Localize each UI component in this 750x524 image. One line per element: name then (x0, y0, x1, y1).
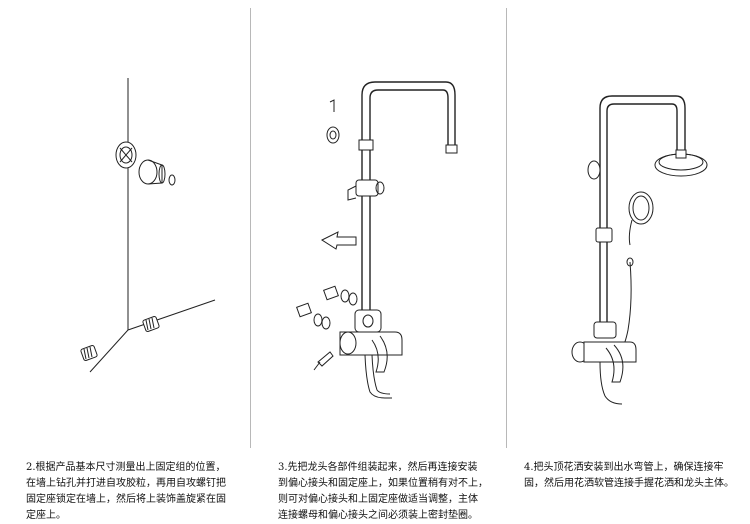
mixer-complete (571, 341, 637, 405)
caption-line: 定座上。 (26, 510, 66, 521)
caption-line: 固定座锁定在墙上，然后将上装饰盖旋紧在固 (26, 494, 226, 505)
caption-line: 到偏心接头和固定座上，如果位置稍有对不上， (278, 478, 488, 489)
upper-fixing-seat (115, 141, 137, 169)
sliding-holder (347, 179, 385, 201)
caption-line: 固，然后用花洒软管连接手握花洒和龙头主体。 (524, 478, 734, 489)
rain-shower-head (654, 149, 708, 177)
wrench-part (313, 351, 334, 371)
diverter-complete (593, 321, 617, 339)
decorative-cover (138, 159, 166, 185)
caption-line: 4.把头顶花洒安装到出水弯管上，确保连接牢 (524, 462, 724, 473)
diverter-body (354, 309, 382, 333)
caption-line: 3.先把龙头各部件组装起来，然后再连接安装 (278, 462, 478, 473)
upper-wall-bracket (587, 160, 601, 180)
upper-seat-parts (326, 99, 340, 144)
riser-pipe (361, 81, 456, 318)
step-number: 4. (524, 462, 534, 473)
step-number: 3. (278, 462, 288, 473)
eccentric-connector-right (142, 316, 160, 332)
direction-arrow (320, 231, 357, 250)
caption-line: 则可对偏心接头和上固定座做适当调整，主体 (278, 494, 478, 505)
diagram-drawings (80, 78, 708, 405)
caption-step-3: 3.先把龙头各部件组装起来，然后再连接安装 到偏心接头和固定座上，如果位置稍有对… (278, 460, 502, 524)
panel-2-drawing (296, 81, 458, 399)
caption-line: 在墙上钻孔并打进自攻胶粒，再用自攻螺钉把 (26, 478, 226, 489)
caption-step-4: 4.把头顶花洒安装到出水弯管上，确保连接牢 固，然后用花洒软管连接手握花洒和龙头… (524, 460, 746, 492)
panel-3-drawing (571, 95, 708, 405)
seal-ring (168, 174, 176, 186)
riser-pipe-complete (599, 95, 686, 330)
panel-1-drawing (80, 78, 216, 373)
eccentric-connector-left (80, 345, 98, 361)
step-number: 2. (26, 462, 36, 473)
panel-divider-left (250, 8, 251, 448)
lower-connectors (296, 285, 358, 330)
caption-line: 2.根据产品基本尺寸测量出上固定组的位置， (26, 462, 226, 473)
caption-step-2: 2.根据产品基本尺寸测量出上固定组的位置， 在墙上钻孔并打进自攻胶粒，再用自攻螺… (26, 460, 246, 524)
mixer-body (339, 331, 403, 399)
hand-shower (595, 191, 654, 246)
caption-line: 连接螺母和偏心接头之间必须装上密封垫圈。 (278, 510, 478, 521)
panel-divider-right (506, 8, 507, 448)
